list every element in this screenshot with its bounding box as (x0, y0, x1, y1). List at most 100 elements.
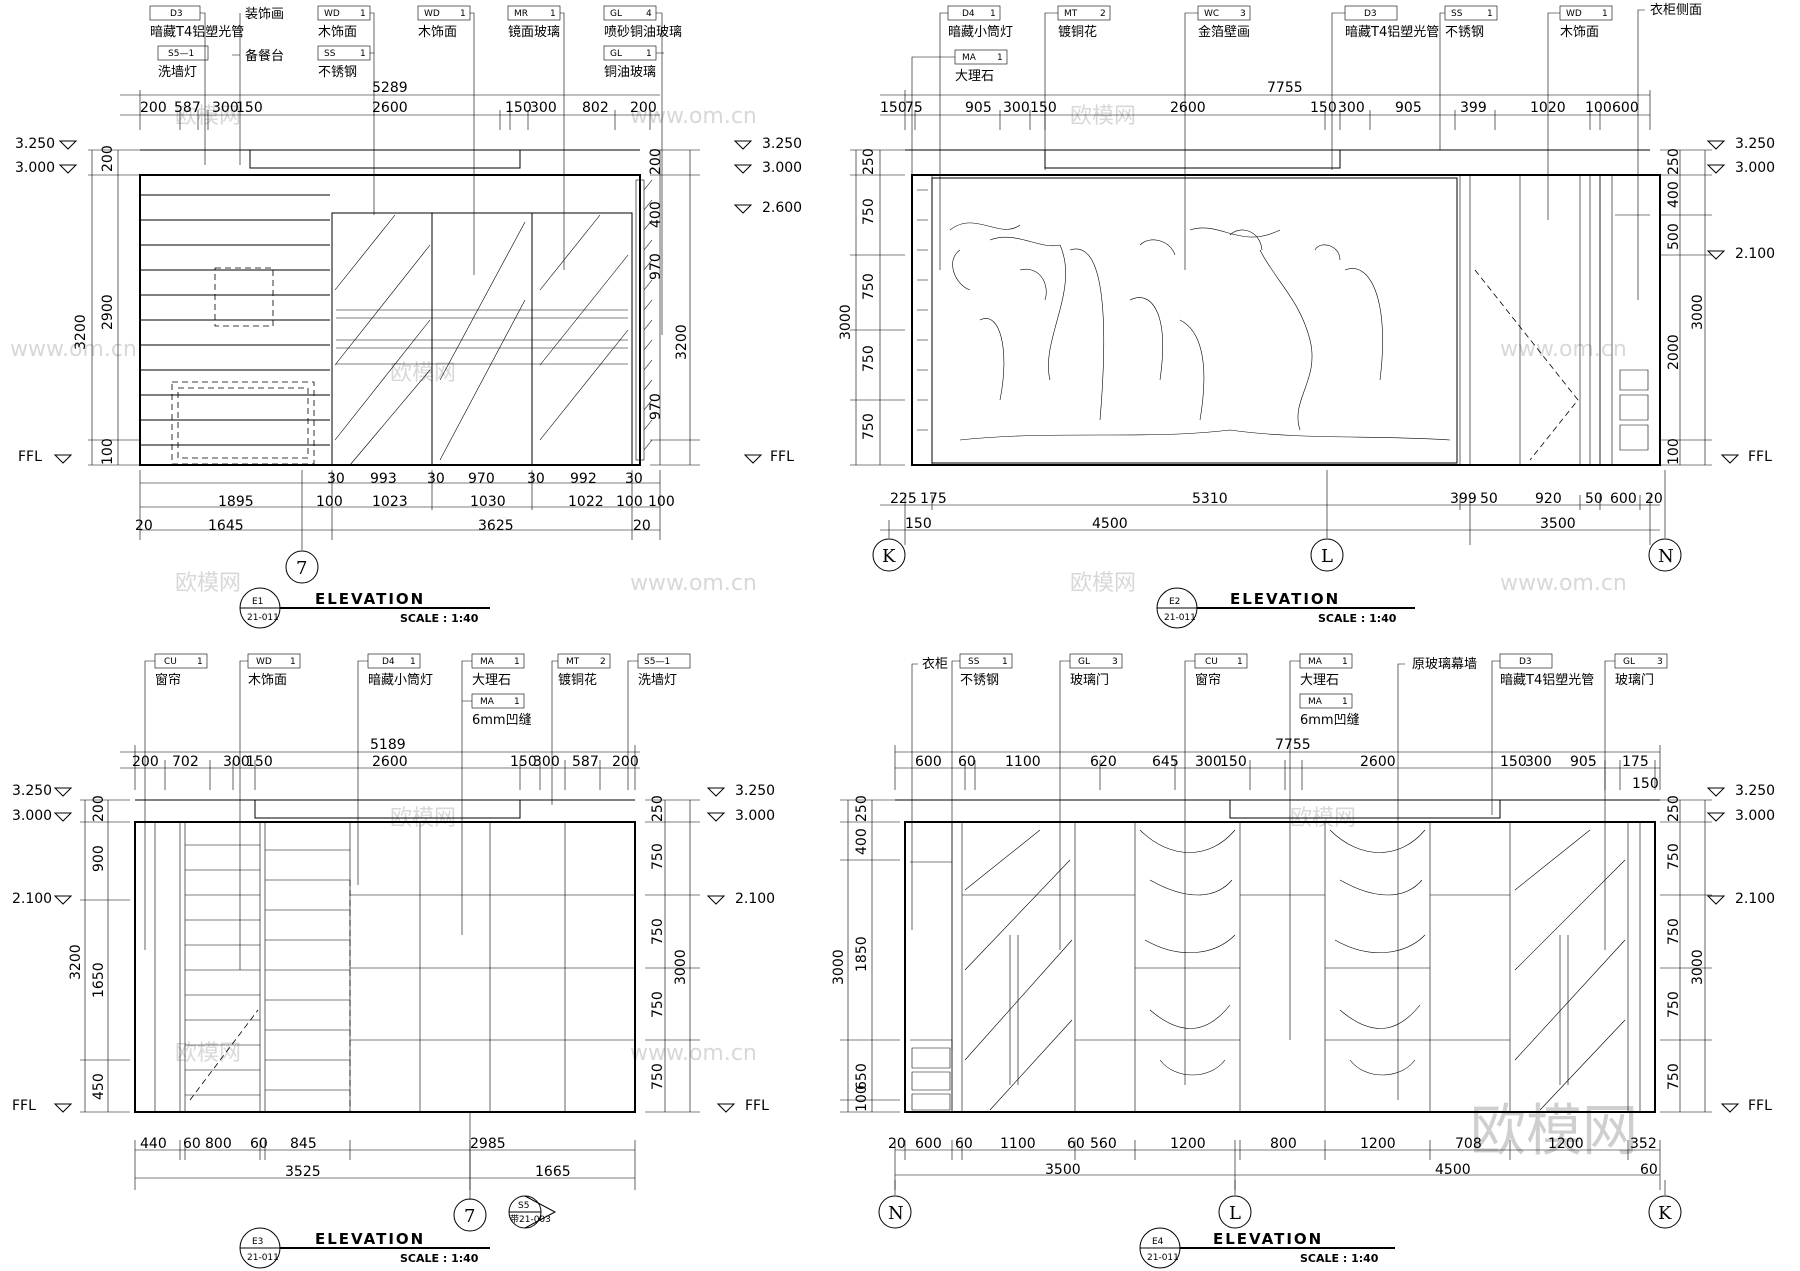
svg-text:L: L (1321, 546, 1333, 567)
svg-text:60: 60 (250, 1136, 268, 1152)
svg-text:150: 150 (905, 516, 932, 532)
svg-text:3000: 3000 (838, 304, 854, 340)
svg-text:1: 1 (646, 49, 652, 59)
svg-text:3200: 3200 (73, 314, 89, 350)
callout-label: 窗帘 (155, 672, 181, 688)
svg-text:440: 440 (140, 1136, 167, 1152)
svg-text:3.000: 3.000 (1735, 808, 1775, 824)
svg-text:1: 1 (460, 9, 466, 19)
callout-label: 衣柜 (922, 656, 948, 672)
callout-label: 大理石 (1300, 673, 1339, 688)
svg-text:600: 600 (1612, 100, 1639, 116)
callout-label: 6mm凹缝 (1300, 713, 1360, 728)
svg-text:30: 30 (527, 471, 545, 487)
svg-text:200: 200 (612, 754, 639, 770)
elevation-code: E4 (1152, 1237, 1164, 1247)
svg-text:100: 100 (100, 438, 116, 465)
svg-text:3000: 3000 (673, 949, 689, 985)
elevation-code: E1 (252, 597, 263, 607)
svg-text:1030: 1030 (470, 494, 506, 510)
svg-text:60: 60 (1640, 1162, 1658, 1178)
mural-panel (931, 177, 1458, 464)
watermark-brand: 欧模网 (390, 361, 456, 386)
svg-text:20: 20 (1645, 491, 1663, 507)
svg-text:75: 75 (905, 100, 923, 116)
callout-label: 金箔壁画 (1198, 24, 1250, 40)
svg-text:300: 300 (1195, 754, 1222, 770)
svg-text:1: 1 (1002, 657, 1008, 667)
svg-text:3.000: 3.000 (12, 808, 52, 824)
e2-title-block: E2 21-011 ELEVATION SCALE : 1:40 (1156, 587, 1415, 629)
svg-text:150: 150 (246, 754, 273, 770)
svg-text:175: 175 (920, 491, 947, 507)
elevation-code: E2 (1169, 597, 1180, 607)
svg-text:7: 7 (464, 1206, 475, 1227)
svg-text:200: 200 (91, 795, 107, 822)
e3-section-marker: S5 带21-003 (508, 1195, 557, 1229)
callout-label: 镀铜花 (1058, 24, 1097, 40)
svg-text:500: 500 (1666, 223, 1682, 250)
svg-text:150: 150 (510, 754, 537, 770)
e1-top-dims: 5289 200 587 300 150 2600 150 300 802 20… (120, 80, 660, 130)
svg-text:3200: 3200 (68, 944, 84, 980)
svg-text:MA: MA (480, 657, 495, 667)
svg-text:1: 1 (997, 53, 1003, 63)
e2-bottom-dims: 225 175 5310 399 50 920 50 600 20 150 45… (880, 491, 1663, 545)
svg-text:带21-003: 带21-003 (510, 1214, 551, 1225)
svg-text:225: 225 (890, 491, 917, 507)
svg-text:60: 60 (958, 754, 976, 770)
e1-total-dim: 5289 (372, 80, 408, 96)
e1-elevation (139, 149, 653, 466)
svg-text:1895: 1895 (218, 494, 254, 510)
svg-text:30: 30 (327, 471, 345, 487)
svg-text:FFL: FFL (18, 449, 42, 465)
svg-text:750: 750 (650, 991, 666, 1018)
svg-text:1100: 1100 (1000, 1136, 1036, 1152)
watermark-brand-large: 欧模网 (1470, 1099, 1638, 1164)
svg-text:750: 750 (650, 843, 666, 870)
svg-text:K: K (1658, 1203, 1672, 1224)
e4-grid-bubbles: N L K (878, 1180, 1682, 1229)
svg-text:50: 50 (1585, 491, 1603, 507)
svg-text:250: 250 (854, 795, 870, 822)
watermark-site: www.om.cn (630, 1041, 757, 1066)
callout-label: 喷砂铜油玻璃 (604, 25, 682, 40)
callout-label: 不锈钢 (1445, 25, 1484, 40)
svg-text:2.100: 2.100 (735, 891, 775, 907)
svg-text:4500: 4500 (1435, 1162, 1471, 1178)
e4-top-dims: 7755 600 60 1100 620 645 300 150 2600 15… (894, 737, 1661, 792)
watermark-brand: 欧模网 (175, 571, 241, 596)
svg-text:150: 150 (1310, 100, 1337, 116)
svg-text:900: 900 (91, 845, 107, 872)
e2-levels: 3.250 3.000 2.100 FFL (1706, 136, 1775, 465)
e1-levels: 3.250 3.000 FFL 3.250 3.000 2.600 FFL (15, 136, 802, 465)
svg-text:SS: SS (1451, 9, 1463, 19)
e4-total-dim: 7755 (1275, 737, 1311, 753)
svg-text:GL: GL (1623, 657, 1635, 667)
svg-text:399: 399 (1450, 491, 1477, 507)
callout-label: 玻璃门 (1615, 673, 1654, 688)
svg-text:450: 450 (91, 1073, 107, 1100)
svg-text:3.250: 3.250 (15, 136, 55, 152)
svg-text:D3: D3 (170, 9, 183, 19)
callout-label: 原玻璃幕墙 (1412, 657, 1477, 672)
svg-text:3525: 3525 (285, 1164, 321, 1180)
svg-text:FFL: FFL (12, 1098, 36, 1114)
svg-text:3200: 3200 (674, 324, 690, 360)
door-panel-right (531, 212, 633, 466)
svg-text:1200: 1200 (1548, 1136, 1584, 1152)
svg-text:399: 399 (1460, 100, 1487, 116)
svg-text:200: 200 (630, 100, 657, 116)
svg-text:750: 750 (1666, 991, 1682, 1018)
svg-text:800: 800 (205, 1136, 232, 1152)
svg-text:1100: 1100 (1005, 754, 1041, 770)
e1-left-dims: 3200 2900 200 100 (73, 145, 140, 466)
svg-text:GL: GL (610, 49, 622, 59)
svg-text:3.250: 3.250 (735, 783, 775, 799)
svg-text:WD: WD (256, 657, 272, 667)
svg-text:MA: MA (480, 697, 495, 707)
svg-text:100: 100 (1585, 100, 1612, 116)
